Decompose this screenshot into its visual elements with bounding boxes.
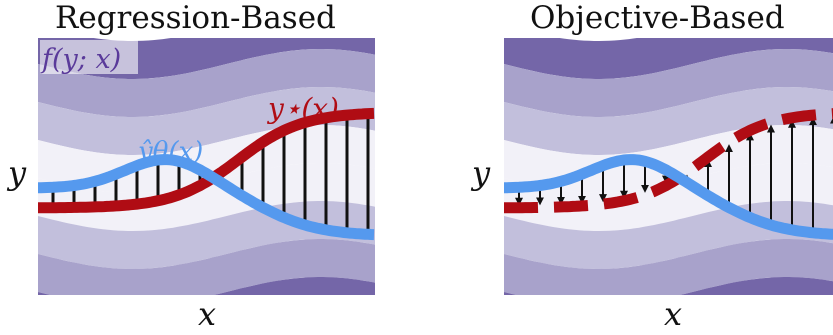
objective-band [504, 49, 833, 117]
objective-band [38, 49, 375, 117]
objective-panel [504, 38, 833, 295]
x-axis-label-objective: x [664, 295, 683, 333]
objective-heatmap [38, 38, 375, 295]
panel-title-regression: Regression-Based [55, 0, 336, 36]
regression-panel: f(y; x) ŷθ(x) y⋆(x) [38, 38, 375, 295]
panel-title-objective: Objective-Based [530, 0, 785, 36]
objective-band [38, 277, 375, 295]
objective-band [504, 38, 833, 79]
objective-band [38, 87, 375, 155]
y-axis-label-objective: y [472, 154, 491, 192]
target-label: y⋆(x) [266, 92, 339, 125]
objective-band [504, 239, 833, 295]
prediction-label: ŷθ(x) [137, 137, 203, 167]
objective-band [504, 87, 833, 155]
objective-label-box [40, 40, 138, 74]
target-curve [38, 107, 375, 214]
target-curve-dashed [504, 108, 833, 214]
objective-band [504, 277, 833, 295]
prediction-curve [38, 154, 375, 241]
objective-band [38, 239, 375, 295]
y-axis-label-regression: y [8, 154, 27, 192]
objective-label: f(y; x) [40, 44, 121, 75]
objective-band [38, 163, 375, 231]
prediction-curve [504, 154, 833, 240]
x-axis-label-regression: x [198, 295, 217, 333]
